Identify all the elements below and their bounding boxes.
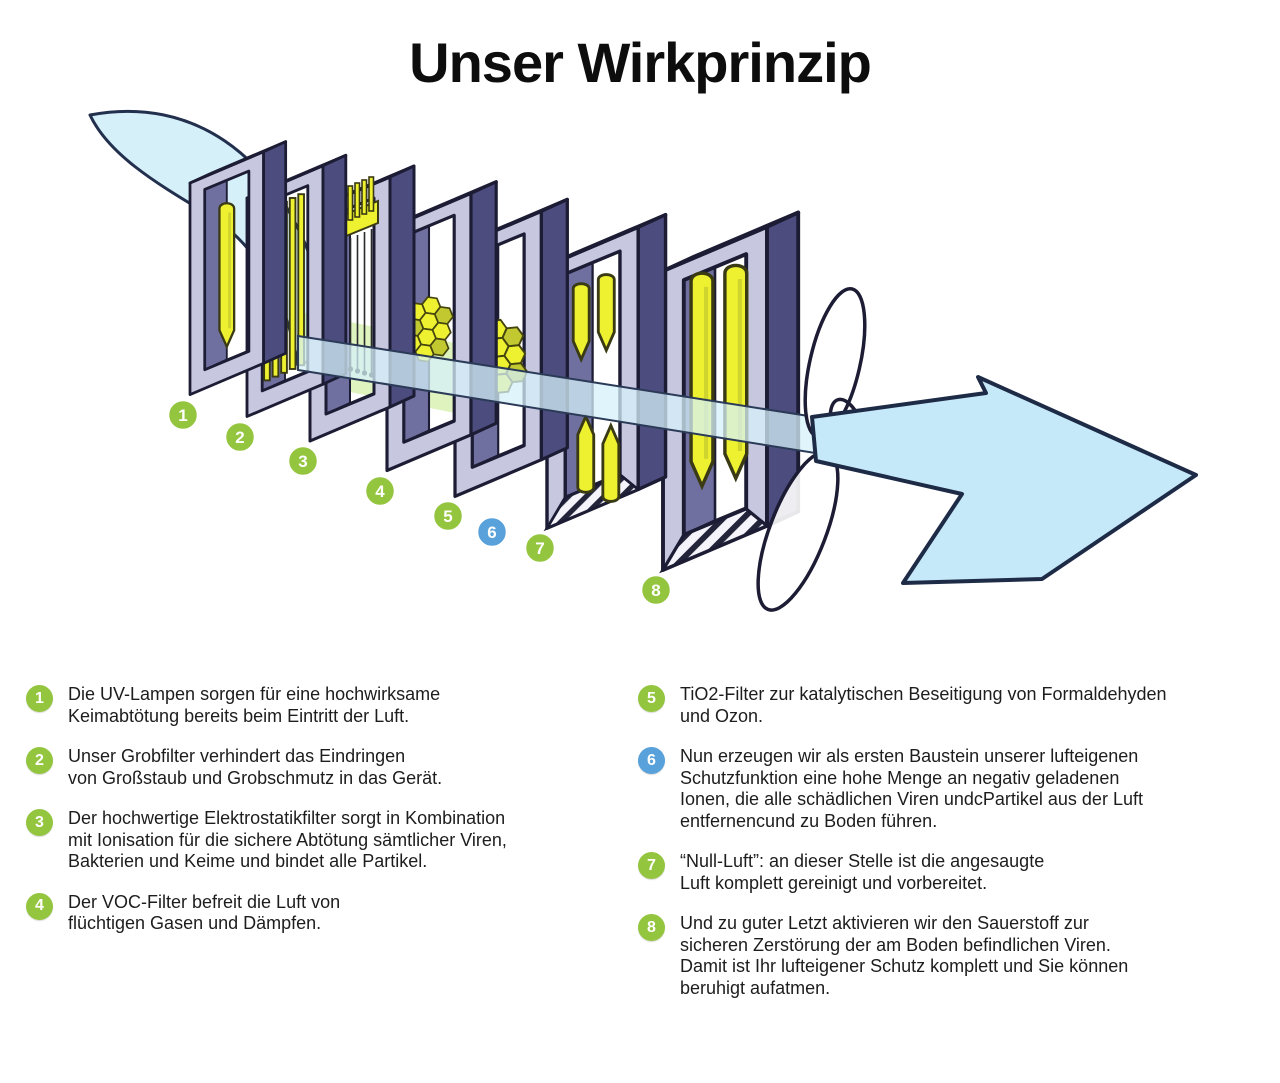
svg-text:5: 5 (443, 507, 452, 526)
ion-emitter-icon (601, 424, 621, 503)
legend-text-4: Der VOC-Filter befreit die Luft von flüc… (68, 891, 341, 934)
stage-number-badge-3: 3 (26, 809, 53, 836)
legend-text-6: Nun erzeugen wir als ersten Baustein uns… (680, 746, 1143, 831)
svg-text:6: 6 (487, 523, 496, 542)
stage-marker-1: 1 (167, 399, 199, 431)
legend-item-5: 5 TiO2-Filter zur katalytischen Beseitig… (638, 684, 1254, 727)
legend-column-right: 5 TiO2-Filter zur katalytischen Beseitig… (638, 684, 1254, 1018)
legend-item-8: 8 Und zu guter Letzt aktivieren wir den … (638, 913, 1254, 999)
legend-text-2: Unser Grobfilter verhindert das Eindring… (68, 746, 443, 788)
ion-emitter-icon (576, 415, 596, 494)
stage-marker-7: 7 (524, 532, 556, 564)
legend-item-7: 7 “Null-Luft”: an dieser Stelle ist die … (638, 851, 1254, 894)
legend-text-5: TiO2-Filter zur katalytischen Beseitigun… (680, 684, 1167, 726)
air-outlet-arrow (810, 375, 1198, 585)
legend: 1 Die UV-Lampen sorgen für eine hochwirk… (0, 684, 1280, 1018)
legend-item-2: 2 Unser Grobfilter verhindert das Eindri… (26, 746, 632, 789)
legend-text-3: Der hochwertige Elektrostatikfilter sorg… (68, 808, 507, 871)
stage-oxygen-activation (659, 210, 801, 574)
svg-text:2: 2 (235, 428, 244, 447)
svg-text:3: 3 (298, 452, 307, 471)
process-diagram: 1 2 3 4 5 6 7 8 (88, 109, 1198, 612)
stage-marker-8: 8 (640, 574, 672, 606)
svg-text:7: 7 (535, 539, 544, 558)
stage-number-badge-8: 8 (638, 914, 665, 941)
legend-item-1: 1 Die UV-Lampen sorgen für eine hochwirk… (26, 684, 632, 727)
uv-lamp-icon (725, 265, 747, 478)
stage-number-badge-6: 6 (638, 747, 665, 774)
stage-marker-2: 2 (224, 421, 256, 453)
stage-marker-5: 5 (432, 500, 464, 532)
stage-number-badge-5: 5 (638, 685, 665, 712)
ion-emitter-icon (571, 282, 591, 361)
legend-column-left: 1 Die UV-Lampen sorgen für eine hochwirk… (26, 684, 632, 954)
legend-item-3: 3 Der hochwertige Elektrostatikfilter so… (26, 808, 632, 873)
uv-lamp-icon (691, 273, 713, 486)
page-title: Unser Wirkprinzip (409, 31, 872, 94)
legend-text-7: “Null-Luft”: an dieser Stelle ist die an… (680, 851, 1045, 893)
stage-ionisation (543, 212, 668, 532)
stage-number-badge-1: 1 (26, 685, 53, 712)
legend-item-6: 6 Nun erzeugen wir als ersten Baustein u… (638, 746, 1254, 832)
svg-text:4: 4 (375, 482, 385, 501)
stage-marker-6: 6 (476, 516, 508, 548)
stage-number-badge-7: 7 (638, 852, 665, 879)
svg-text:1: 1 (178, 406, 187, 425)
stage-marker-4: 4 (364, 475, 396, 507)
stage-number-badge-4: 4 (26, 892, 53, 920)
hatched-band (659, 507, 771, 574)
legend-text-1: Die UV-Lampen sorgen für eine hochwirksa… (68, 684, 441, 726)
ion-emitter-icon (596, 273, 616, 352)
svg-text:8: 8 (651, 581, 660, 600)
stage-marker-3: 3 (287, 445, 319, 477)
legend-item-4: 4 Der VOC-Filter befreit die Luft von fl… (26, 892, 632, 935)
uv-lamp-icon (218, 201, 236, 349)
legend-text-8: Und zu guter Letzt aktivieren wir den Sa… (680, 913, 1129, 998)
stage-number-badge-2: 2 (26, 747, 53, 774)
